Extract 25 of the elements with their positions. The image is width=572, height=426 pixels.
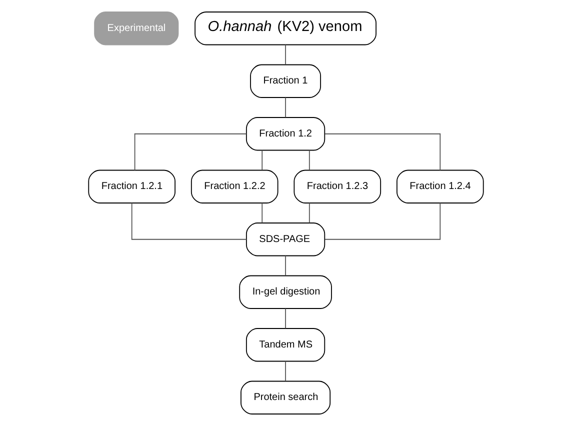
node-box: SDS-PAGE [246, 222, 326, 256]
connector [285, 308, 286, 329]
connector [285, 44, 286, 65]
connector [324, 133, 441, 171]
connector [324, 202, 441, 240]
node-box: Fraction 1.2.1 [88, 170, 176, 204]
node-box: Fraction 1.2.2 [190, 170, 278, 204]
node-box: O.hannah (KV2) venom [194, 12, 376, 46]
connector [308, 202, 310, 224]
connector [285, 255, 286, 276]
node-box: Fraction 1.2.3 [294, 170, 382, 204]
node-box: Experimental [94, 12, 179, 46]
node-box: Fraction 1.2.4 [396, 170, 484, 204]
node-box: Protein search [240, 380, 331, 414]
connector [285, 360, 286, 382]
node-box: In-gel digestion [239, 275, 332, 309]
node-box: Fraction 1 [250, 64, 322, 98]
connector [308, 150, 310, 171]
connector [285, 97, 286, 118]
connector [262, 202, 263, 224]
node-box: Tandem MS [246, 328, 326, 362]
connector [262, 150, 263, 171]
node-box: Fraction 1.2 [246, 117, 326, 151]
connector [131, 202, 247, 240]
connector [134, 133, 247, 171]
